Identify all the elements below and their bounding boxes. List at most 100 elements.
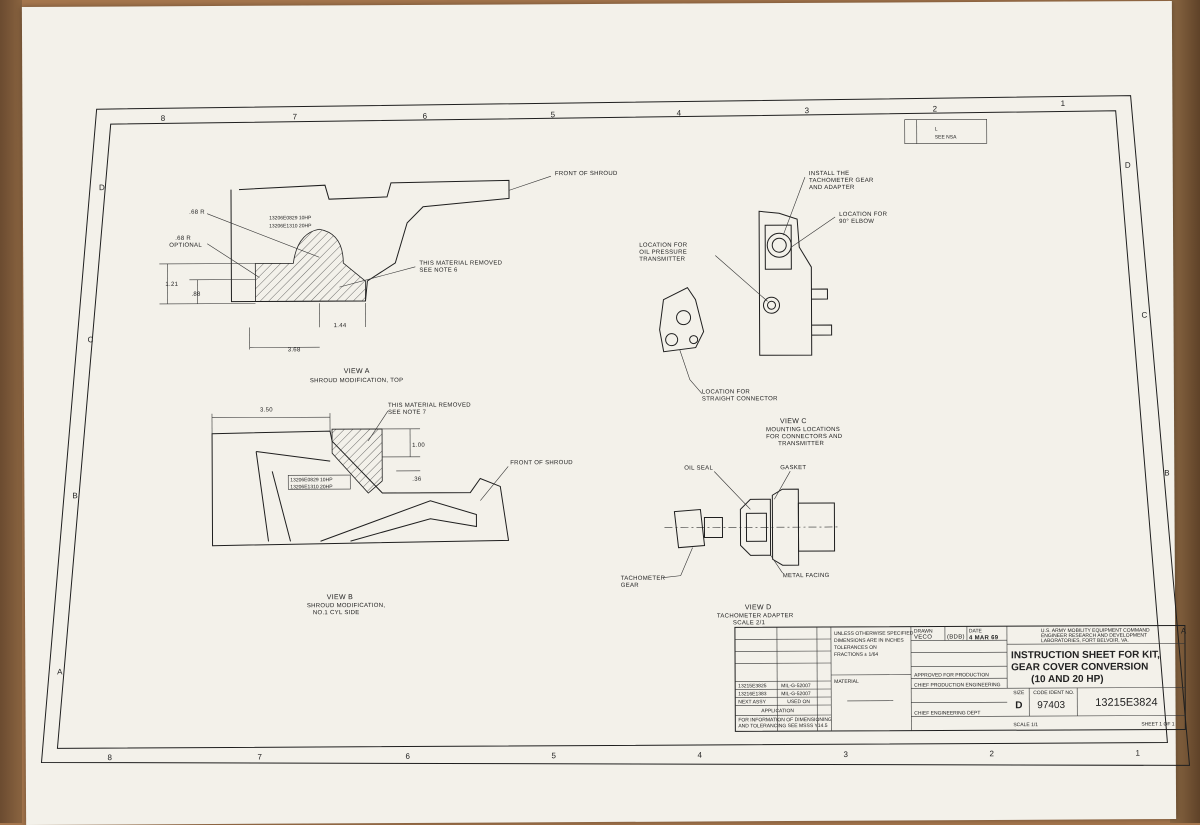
zone-right-a: A	[1181, 626, 1187, 635]
view-c-elbow-2: 90° ELBOW	[839, 219, 874, 225]
view-d-label: VIEW D	[745, 604, 772, 611]
sheet-label: SHEET 1 OF 1	[1141, 721, 1174, 727]
view-d-tach-1: TACHOMETER	[621, 576, 666, 582]
view-b-label: VIEW B	[327, 594, 353, 601]
revision-note-1: L	[935, 127, 938, 133]
zone-bottom-2: 2	[989, 749, 994, 758]
unless-1: UNLESS OTHERWISE SPECIFIED	[834, 631, 914, 637]
zone-left-c: C	[88, 335, 94, 344]
unless-4: FRACTIONS ± 1/64	[834, 652, 878, 658]
code-ident-label: CODE IDENT NO.	[1033, 690, 1074, 696]
drawn-date: 4 MAR 69	[969, 635, 999, 641]
view-c-elbow-1: LOCATION FOR	[839, 212, 888, 218]
view-d-tach-adapter: OIL SEAL GASKET METAL FACING TACHOMETER …	[620, 465, 841, 627]
view-c-oil-2: OIL PRESSURE	[639, 250, 687, 256]
view-b-caption-1: SHROUD MODIFICATION,	[307, 603, 386, 609]
view-c-caption-1: MOUNTING LOCATIONS	[766, 427, 840, 433]
zone-top-4: 4	[677, 109, 682, 118]
drawn-by: VECO	[914, 635, 932, 641]
code-ident-value: 97403	[1037, 700, 1065, 711]
chief-engineering-label: CHIEF ENGINEERING DEPT	[914, 710, 980, 716]
used-on-label: USED ON	[787, 699, 810, 705]
zone-top-5: 5	[551, 110, 556, 119]
view-c-mounting: INSTALL THE TACHOMETER GEAR AND ADAPTER …	[639, 171, 889, 448]
view-d-gasket: GASKET	[780, 465, 806, 471]
unless-3: TOLERANCES ON	[834, 645, 877, 651]
application-label: APPLICATION	[761, 708, 794, 714]
zone-right-d: D	[1125, 161, 1131, 170]
zone-labels-right: D C B A	[1125, 160, 1187, 635]
view-c-install-2: TACHOMETER GEAR	[809, 178, 874, 184]
view-a-radius: .68 R	[189, 210, 205, 216]
view-b-part-2: 13206E1310 20HP	[290, 484, 333, 490]
view-a-part-2: 13206E1310 20HP	[269, 223, 312, 229]
view-d-caption: TACHOMETER ADAPTER	[717, 613, 794, 619]
zone-bottom-4: 4	[697, 751, 702, 760]
view-a-label: VIEW A	[344, 368, 370, 375]
view-a-dim-144: 1.44	[334, 323, 347, 329]
drawing-title-2: GEAR COVER CONVERSION	[1011, 662, 1148, 674]
date-label: DATE	[969, 628, 983, 634]
zone-bottom-5: 5	[551, 751, 556, 760]
view-b-part-1: 13206E0829 10HP	[290, 477, 333, 483]
zone-bottom-6: 6	[405, 752, 410, 761]
view-a-dim-88: .88	[191, 292, 201, 298]
zone-right-b: B	[1164, 469, 1169, 478]
view-c-oil-1: LOCATION FOR	[639, 243, 688, 249]
approved-label: APPROVED FOR PRODUCTION	[914, 672, 989, 678]
zone-top-6: 6	[423, 112, 428, 121]
view-b-note-ref: SEE NOTE 7	[388, 410, 427, 416]
zone-top-8: 8	[161, 114, 166, 123]
inner-border	[55, 111, 1168, 749]
view-a-radius-optional: .68 R	[175, 236, 191, 242]
drawing-title-1: INSTRUCTION SHEET FOR KIT,	[1011, 650, 1160, 662]
zone-top-2: 2	[933, 105, 938, 114]
next-assy-label: NEXT ASSY	[738, 699, 766, 705]
view-a-optional: OPTIONAL	[169, 243, 202, 249]
view-c-install-1: INSTALL THE	[809, 171, 850, 177]
view-c-straight-1: LOCATION FOR	[702, 389, 751, 395]
view-d-tach-2: GEAR	[621, 583, 640, 589]
size-value: D	[1015, 700, 1022, 711]
view-c-label: VIEW C	[780, 418, 807, 425]
view-d-scale: SCALE 2/1	[733, 620, 766, 626]
scale-label: SCALE 1/1	[1013, 722, 1038, 728]
view-b-note-material: THIS MATERIAL REMOVED	[388, 403, 471, 409]
view-b-dim-36: .36	[412, 477, 422, 483]
zone-left-b: B	[72, 491, 77, 500]
size-label: SIZE	[1013, 690, 1025, 696]
view-b-dim-100: 1.00	[412, 443, 425, 449]
view-a-note-ref: SEE NOTE 6	[419, 268, 458, 274]
zone-left-d: D	[99, 183, 105, 192]
view-c-straight-2: STRAIGHT CONNECTOR	[702, 396, 778, 402]
view-d-metal-facing: METAL FACING	[783, 573, 830, 579]
view-c-caption-3: TRANSMITTER	[778, 441, 824, 447]
command-3: LABORATORIES, FORT BELVOIR, VA.	[1041, 638, 1129, 644]
view-a-note-material: THIS MATERIAL REMOVED	[419, 260, 502, 266]
view-b-shroud-side: 13206E0829 10HP 13206E1310 20HP 3.50 1.0…	[212, 402, 574, 617]
view-c-caption-2: FOR CONNECTORS AND	[766, 434, 843, 440]
unless-2: DIMENSIONS ARE IN INCHES	[834, 638, 904, 644]
view-b-front-label: FRONT OF SHROUD	[510, 460, 573, 466]
info-2: AND TOLERANCING SEE MSSS Y14.5	[738, 723, 827, 729]
zone-top-7: 7	[293, 112, 298, 121]
drawn-code: (BDB)	[947, 634, 965, 640]
zone-labels-bottom: 8 7 6 5 4 3 2 1	[107, 749, 1140, 763]
zone-top-3: 3	[805, 106, 810, 115]
zone-bottom-3: 3	[843, 750, 848, 759]
drawing-title-3: (10 AND 20 HP)	[1031, 674, 1103, 685]
zone-top-1: 1	[1061, 99, 1066, 108]
revision-note-2: SEE NSA	[935, 134, 957, 140]
zone-bottom-8: 8	[107, 753, 112, 762]
assy-2: 13216E1383	[738, 691, 767, 697]
drawing-number: 13215E3824	[1095, 697, 1157, 709]
mil-2: MIL-G-52007	[781, 691, 811, 697]
chief-production-label: CHIEF PRODUCTION ENGINEERING	[914, 682, 1001, 688]
view-b-caption-2: NO.1 CYL SIDE	[313, 610, 360, 616]
view-c-oil-3: TRANSMITTER	[639, 257, 685, 263]
view-a-front-label: FRONT OF SHROUD	[555, 171, 618, 177]
view-a-dim-368: 3.68	[288, 347, 301, 353]
view-c-install-3: AND ADAPTER	[809, 185, 855, 191]
revision-block: L SEE NSA	[905, 119, 987, 143]
zone-right-c: C	[1142, 311, 1148, 320]
